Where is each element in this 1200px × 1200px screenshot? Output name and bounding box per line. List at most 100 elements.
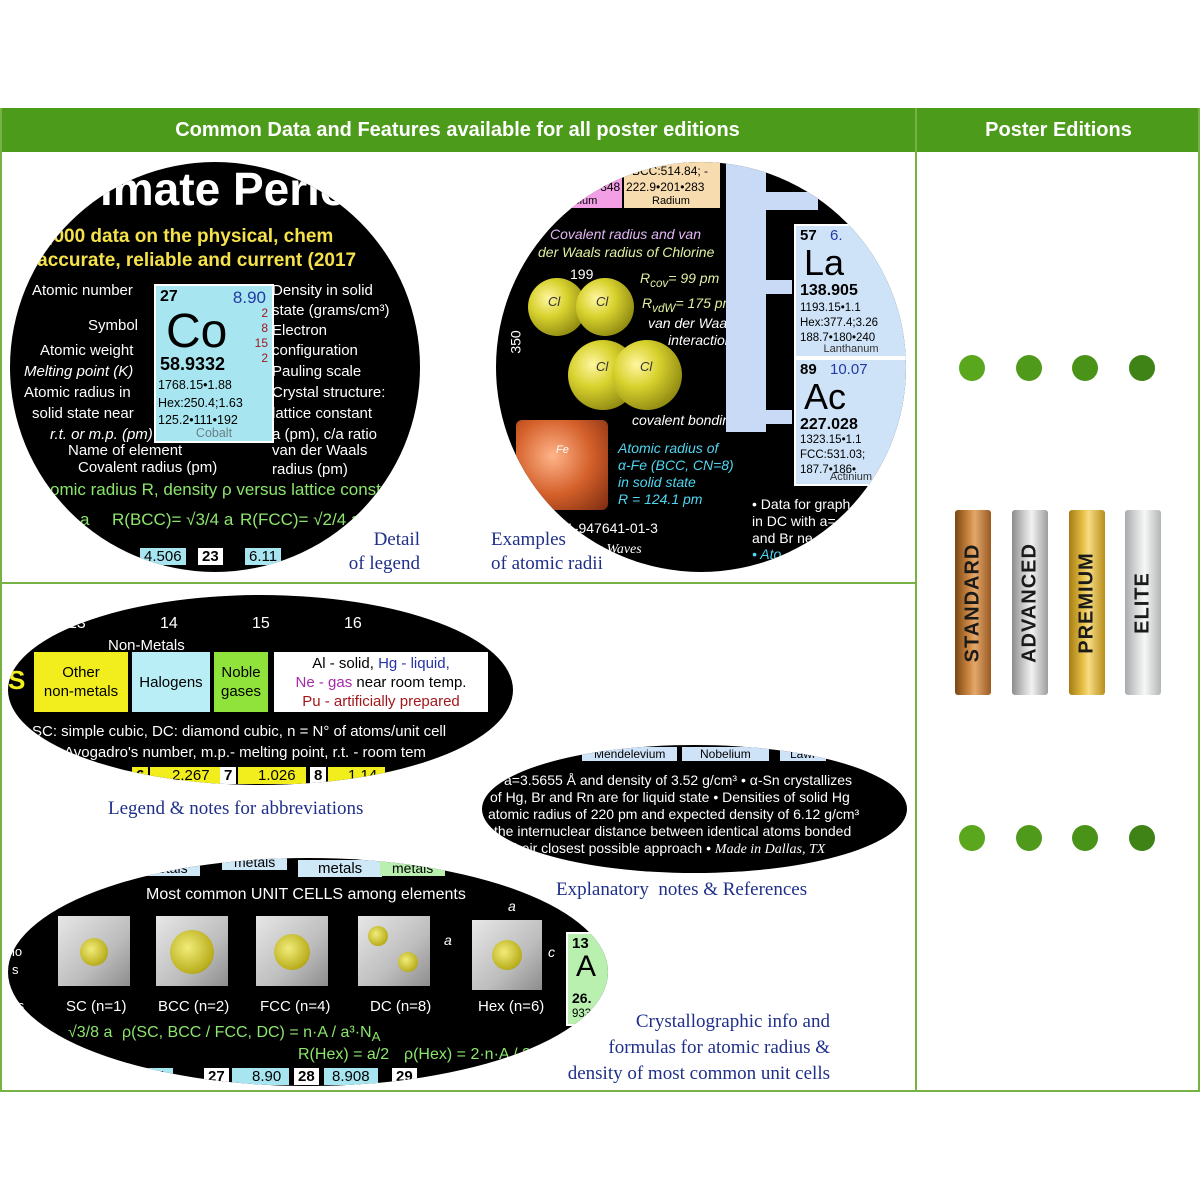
formula-a: a bbox=[80, 510, 90, 529]
legend-notes-image: 13 14 15 16 Non-Metals Other non-metals … bbox=[8, 595, 513, 785]
dc-cube-image bbox=[358, 916, 430, 986]
fe-text-4: R = 124.1 pm bbox=[618, 491, 703, 507]
bottom-value: 1.14 bbox=[328, 767, 386, 784]
bottom-value: 6 bbox=[132, 767, 149, 784]
chlorine-title-1: Covalent radius and van bbox=[550, 226, 701, 242]
tab-metals: etals bbox=[146, 860, 200, 876]
radium-bcc: BCC:514.84; - bbox=[632, 164, 709, 178]
note-line-1: a=3.5655 Å and density of 3.52 g/cm³ • α… bbox=[504, 772, 853, 788]
bottom-value-1: 4.506 bbox=[140, 548, 186, 565]
label-covalent-radius: Covalent radius (pm) bbox=[78, 459, 218, 476]
caption-line: Examples bbox=[491, 529, 566, 550]
ec-shell: 15 bbox=[254, 336, 268, 350]
formula-density-cubic: ρ(SC, BCC / FCC, DC) = n·A / a³·NA bbox=[122, 1024, 380, 1044]
fe-text-1: Atomic radius of bbox=[618, 440, 719, 456]
tile-atomic-number: 27 bbox=[160, 288, 178, 305]
note-line-2: of Hg, Br and Rn are for liquid state • … bbox=[490, 789, 850, 805]
bottom-value: 27 bbox=[204, 1068, 229, 1085]
explanatory-caption: Explanatory notes & References bbox=[556, 879, 808, 900]
bottom-value-3: 6.11 bbox=[245, 548, 282, 565]
cell-label-sc: SC (n=1) bbox=[66, 998, 127, 1015]
legend-box-line: gases bbox=[220, 683, 262, 700]
legend-noble-gases: Noble gases bbox=[214, 652, 268, 712]
legend-state-of-matter: Al - solid, Hg - liquid, Ne - gas near r… bbox=[274, 652, 488, 712]
radium-radius: 222.9•201•283 bbox=[626, 180, 705, 194]
legend-box-line: Other bbox=[62, 664, 100, 681]
ec-shell: 8 bbox=[261, 321, 268, 335]
fe-crystal-image bbox=[516, 420, 608, 510]
ac-weight: 227.028 bbox=[800, 416, 858, 433]
arrow-to-la bbox=[766, 280, 792, 294]
feature-dot-elite bbox=[1129, 355, 1155, 381]
cl-label: Cl bbox=[548, 294, 561, 309]
ec-shell: 2 bbox=[261, 306, 268, 320]
label-rt-mp: r.t. or m.p. (pm) bbox=[50, 426, 153, 443]
vdw-note-1: van der Waals bbox=[648, 315, 738, 331]
explanatory-notes-image: Mendelevium Nobelium Lawr a=3.5655 Å and… bbox=[482, 745, 907, 873]
edition-advanced-label: ADVANCED bbox=[1018, 542, 1041, 663]
cl-atom-bond-right bbox=[612, 340, 682, 410]
la-symbol: La bbox=[804, 242, 845, 283]
la-row-1: 1193.15•1.1 bbox=[800, 302, 861, 314]
caption-line: of atomic radii bbox=[491, 553, 603, 574]
dc-cube-hole bbox=[368, 926, 388, 946]
formula-density-text: ρ(SC, BCC / FCC, DC) = n·A / a³·N bbox=[122, 1024, 372, 1041]
group-14: 14 bbox=[160, 615, 178, 632]
unit-cells-caption: Crystallographic info and formulas for a… bbox=[540, 1009, 830, 1087]
group-13: 13 bbox=[68, 615, 86, 632]
ac-row-3: 187.7•186• bbox=[800, 464, 857, 476]
left-letter: S bbox=[8, 665, 26, 695]
graph-note-4: • Ato bbox=[752, 546, 782, 562]
label-lattice-constant: lattice constant bbox=[272, 405, 373, 422]
graph-note-3: and Br ne bbox=[752, 530, 813, 546]
cell-label-bcc: BCC (n=2) bbox=[158, 998, 230, 1015]
legend-notes-caption: Legend & notes for abbreviations bbox=[108, 798, 364, 819]
feature-dot-advanced bbox=[1016, 825, 1042, 851]
legend-detail-caption: Detail of legend bbox=[344, 528, 420, 576]
caption-line: formulas for atomic radius & bbox=[608, 1037, 830, 1058]
fe-text-3: in solid state bbox=[618, 474, 696, 490]
fe-text-2: α-Fe (BCC, CN=8) bbox=[618, 457, 734, 473]
formula-rbcc: R(BCC)= √3/4 a bbox=[112, 510, 234, 529]
label-crystal-structure: Crystal structure: bbox=[272, 384, 386, 401]
state-liquid: Hg - liquid, bbox=[378, 654, 450, 672]
tile-mp-row: 1768.15•1.88 bbox=[158, 378, 232, 392]
tile-electron-config: 2 8 15 2 bbox=[255, 306, 268, 366]
formula-caption: omic radius R, density ρ versus lattice … bbox=[50, 480, 400, 499]
edition-premium: PREMIUM bbox=[1069, 510, 1105, 695]
left-fragment: s bbox=[12, 962, 19, 977]
bcc-cube-image bbox=[156, 916, 228, 986]
bottom-value: 8.90 bbox=[232, 1068, 290, 1085]
fcc-cube-image bbox=[256, 916, 328, 986]
label-solid-state: solid state near bbox=[32, 405, 134, 422]
bottom-value: 374 bbox=[132, 1068, 174, 1085]
la-name: Lanthanum bbox=[823, 343, 879, 355]
dimension-350: 350 bbox=[507, 330, 524, 354]
caption-line: of legend bbox=[348, 553, 420, 574]
made-in-dallas: Made in Dallas, TX bbox=[714, 842, 826, 857]
label-symbol: Symbol bbox=[88, 317, 139, 334]
caption-line: Detail bbox=[373, 529, 420, 550]
dim-c-side: c bbox=[548, 944, 555, 960]
group-16: 16 bbox=[344, 615, 362, 632]
rvdw-subscript: vdW bbox=[652, 301, 676, 315]
fcc-cube-hole bbox=[274, 934, 310, 970]
al-symbol: A bbox=[576, 950, 597, 983]
label-configuration: configuration bbox=[272, 342, 358, 359]
cl-label: Cl bbox=[596, 359, 609, 374]
ac-density: 10.07 bbox=[830, 361, 868, 378]
rcov-subscript: cov bbox=[650, 276, 669, 290]
graph-note-2: in DC with a= bbox=[752, 513, 836, 529]
label-vdw: van der Waals bbox=[272, 442, 368, 459]
divider-right-edge bbox=[1198, 108, 1200, 1092]
divider-row bbox=[0, 582, 916, 584]
edition-standard: STANDARD bbox=[955, 510, 991, 695]
aluminium-tile: 13 A 26. 933 bbox=[566, 932, 608, 1026]
nonmetals-title: Non-Metals bbox=[108, 637, 185, 654]
la-row-3: 188.7•180•240 bbox=[800, 332, 876, 344]
dim-a-side: a bbox=[444, 932, 452, 948]
cl-atom-vdw-right bbox=[576, 278, 634, 336]
bottom-value: 29 bbox=[392, 1068, 417, 1085]
chlorine-title-text: Covalent radius and van bbox=[550, 226, 701, 242]
rcov-symbol: R bbox=[640, 270, 651, 286]
